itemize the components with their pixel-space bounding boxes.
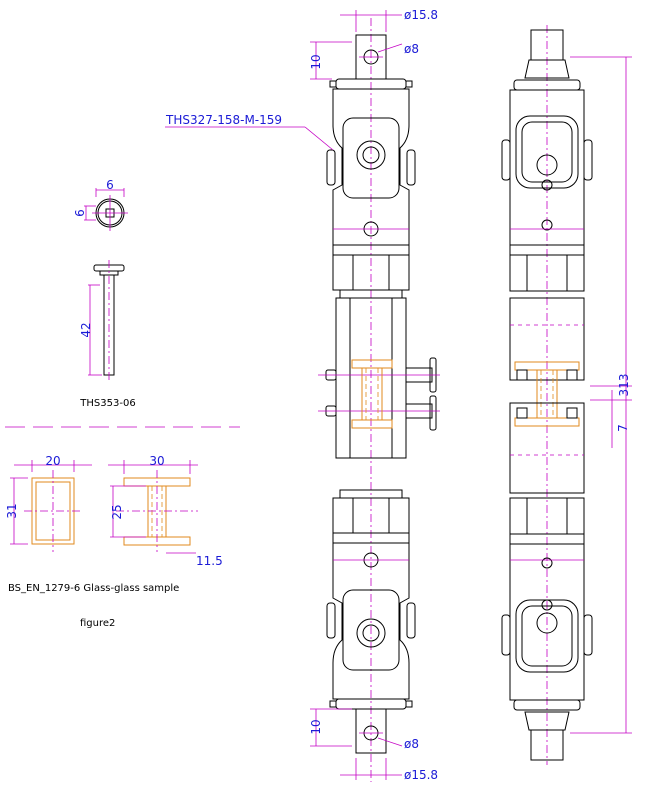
sample-a-width-dim: 20	[45, 454, 60, 468]
bottom-shaft-diameter-dim: ø15.8	[404, 768, 438, 782]
bottom-hole-diameter-dim: ø8	[404, 737, 419, 751]
sample-b-flange-dim: 11.5	[196, 554, 223, 568]
top-tab-height-dim: 10	[309, 54, 323, 69]
top-hole-diameter-dim: ø8	[404, 42, 419, 56]
pin-length-dim: 42	[79, 322, 93, 337]
bottom-tab-height-dim: 10	[309, 719, 323, 734]
gap-dim: 7	[616, 424, 630, 432]
pin-reference-label: THS353-06	[79, 398, 135, 409]
figure-caption: figure2	[80, 618, 115, 629]
sample-caption: BS_EN_1279-6 Glass-glass sample	[8, 583, 179, 594]
sample-a	[10, 460, 92, 552]
pin-part	[84, 188, 128, 382]
front-view-assembly	[310, 10, 440, 782]
sample-b	[108, 460, 198, 554]
overall-length-dim: 313	[617, 374, 631, 397]
pin-head-width-dim: 6	[106, 178, 114, 192]
top-shaft-diameter-dim: ø15.8	[404, 8, 438, 22]
sample-b-width-dim: 30	[149, 454, 164, 468]
pin-head-height-dim: 6	[73, 209, 87, 217]
sample-a-height-dim: 31	[5, 503, 19, 518]
part-reference-label: THS327-158-M-159	[165, 113, 282, 127]
side-view-assembly	[501, 25, 632, 765]
sample-b-height-dim: 25	[110, 504, 124, 519]
part-ref-leader	[304, 126, 334, 151]
